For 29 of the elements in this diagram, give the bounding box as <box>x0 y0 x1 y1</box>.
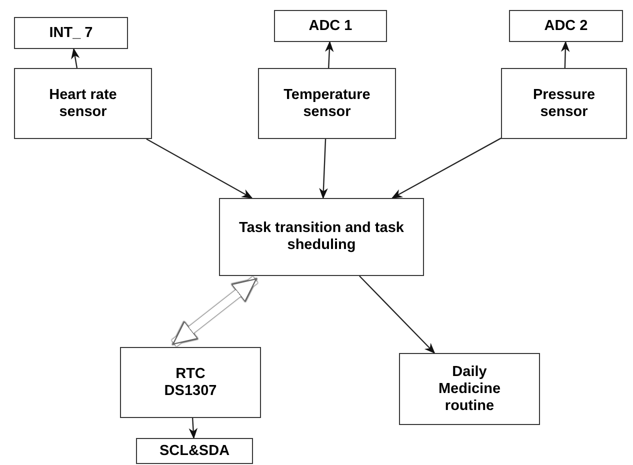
box-label: ADC 1 <box>308 18 352 34</box>
process-box <box>274 10 387 42</box>
process-box <box>136 438 253 464</box>
arrow <box>324 40 334 68</box>
process-box <box>120 347 261 418</box>
box-label: Daily Medicine routine <box>437 364 502 414</box>
process-box <box>14 17 128 49</box>
box-label: INT_ 7 <box>49 24 93 42</box>
box-label: Temperature sensor <box>282 86 372 120</box>
arrow <box>319 138 328 200</box>
box-label: Heart rate sensor <box>48 86 118 120</box>
process-box <box>258 68 396 139</box>
box-label: Task transition and task sheduling <box>238 220 405 254</box>
process-box <box>219 198 424 276</box>
arrow <box>391 138 502 199</box>
box-label: RTC DS1307 <box>163 366 218 400</box>
box-label: Pressure sensor <box>532 86 596 120</box>
process-box <box>501 68 627 139</box>
process-box <box>399 353 540 425</box>
double-block-arrow <box>172 276 258 346</box>
box-label: SCL&SDA <box>159 442 230 460</box>
process-box <box>509 10 623 42</box>
box-label: ADC 2 <box>544 18 588 34</box>
arrow <box>188 418 198 440</box>
process-box <box>14 68 152 139</box>
arrow <box>560 40 570 68</box>
arrow <box>146 138 253 199</box>
arrow <box>359 276 436 354</box>
arrow <box>71 48 80 68</box>
